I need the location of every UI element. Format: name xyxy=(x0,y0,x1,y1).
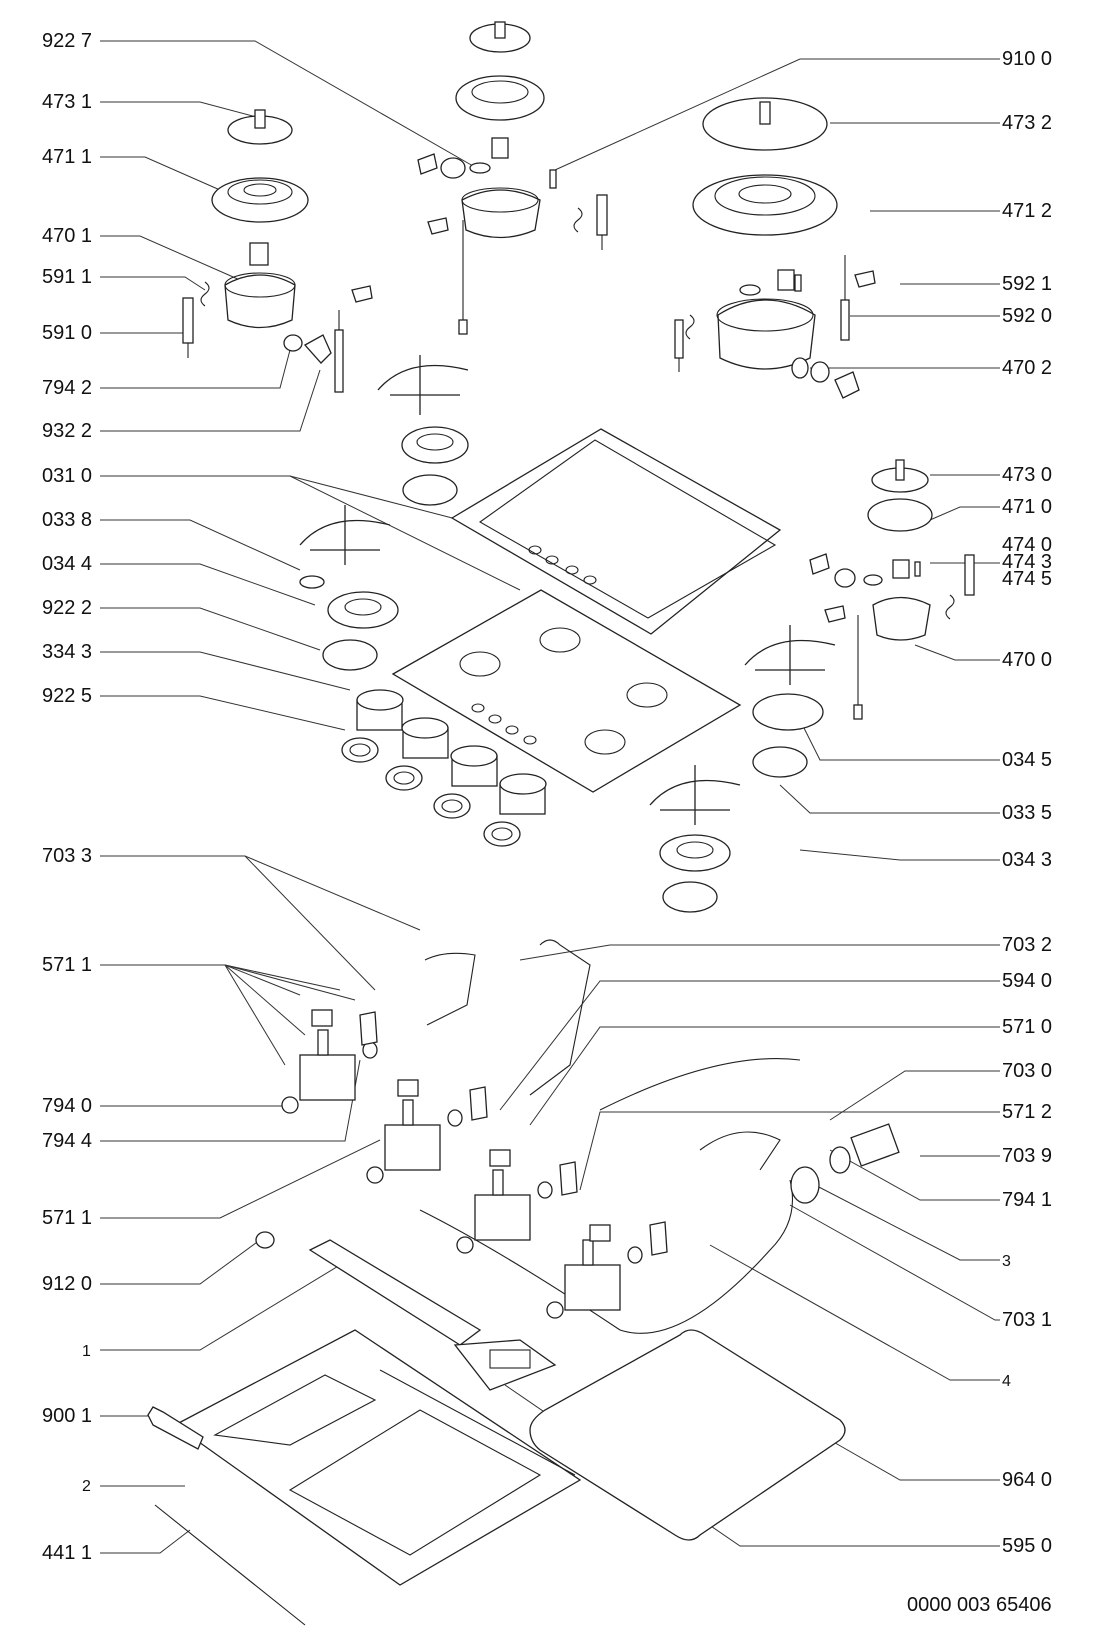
burner-small-right-assembly xyxy=(649,459,975,913)
part-label-571-2: 571 2 xyxy=(1002,1101,1053,1123)
part-label-474-5: 474 5 xyxy=(1002,568,1053,590)
valve-1 xyxy=(281,1009,378,1114)
part-label-592-0: 592 0 xyxy=(1002,305,1053,327)
leader-lines-right xyxy=(499,58,1000,1547)
part-label-033-5: 033 5 xyxy=(1002,802,1053,824)
part-label-034-5: 034 5 xyxy=(1002,749,1053,771)
part-label-474-0: 474 0 xyxy=(1002,534,1053,556)
part-label-794-0: 794 0 xyxy=(42,1095,93,1117)
valve-2 xyxy=(366,1079,488,1184)
leader-lines-left xyxy=(100,40,521,1554)
control-knobs xyxy=(341,689,547,847)
part-label-594-0: 594 0 xyxy=(1002,970,1053,992)
part-label-4: 4 xyxy=(1002,1373,1011,1390)
part-label-912-0: 912 0 xyxy=(42,1273,93,1295)
part-label-034-3: 034 3 xyxy=(1002,849,1053,871)
part-label-703-9: 703 9 xyxy=(1002,1145,1053,1167)
part-label-910-0: 910 0 xyxy=(1002,48,1053,70)
part-label-034-4: 034 4 xyxy=(42,553,93,575)
part-label-473-0: 473 0 xyxy=(1002,464,1053,486)
part-label-441-1: 441 1 xyxy=(42,1542,93,1564)
part-label-703-3: 703 3 xyxy=(42,845,93,867)
part-label-922-2: 922 2 xyxy=(42,597,93,619)
inlet-elbow xyxy=(790,1123,900,1204)
part-label-591-0: 591 0 xyxy=(42,322,93,344)
part-label-932-2: 932 2 xyxy=(42,420,93,442)
part-label-470-1: 470 1 xyxy=(42,225,93,247)
part-label-3: 3 xyxy=(1002,1253,1011,1270)
burner-left-assembly xyxy=(182,109,373,393)
pan-supports-and-rings-left xyxy=(299,355,469,671)
part-label-964-0: 964 0 xyxy=(1002,1469,1053,1491)
part-label-471-2: 471 2 xyxy=(1002,200,1053,222)
part-label-471-0: 471 0 xyxy=(1002,496,1053,518)
burner-center-assembly xyxy=(417,21,608,335)
part-label-2: 2 xyxy=(82,1478,91,1495)
part-label-794-1: 794 1 xyxy=(1002,1189,1053,1211)
part-label-470-0: 470 0 xyxy=(1002,649,1053,671)
chassis-parts xyxy=(147,1239,846,1626)
part-label-571-1: 571 1 xyxy=(42,954,93,976)
part-label-703-2: 703 2 xyxy=(1002,934,1053,956)
part-label-703-1: 703 1 xyxy=(1002,1309,1053,1331)
part-label-794-4: 794 4 xyxy=(42,1130,93,1152)
part-label-471-1: 471 1 xyxy=(42,146,93,168)
part-label-900-1: 900 1 xyxy=(42,1405,93,1427)
part-label-470-2: 470 2 xyxy=(1002,357,1053,379)
part-label-591-1: 591 1 xyxy=(42,266,93,288)
valve-3 xyxy=(456,1149,578,1254)
part-label-473-1: 473 1 xyxy=(42,91,93,113)
part-label-595-0: 595 0 xyxy=(1002,1535,1053,1557)
part-label-703-0: 703 0 xyxy=(1002,1060,1053,1082)
part-label-1: 1 xyxy=(82,1343,91,1360)
gas-valves-and-pipes xyxy=(255,939,900,1334)
part-label-473-2: 473 2 xyxy=(1002,112,1053,134)
hob-panels xyxy=(391,428,782,793)
part-label-033-8: 033 8 xyxy=(42,509,93,531)
part-label-571-1: 571 1 xyxy=(42,1207,93,1229)
part-label-592-1: 592 1 xyxy=(1002,273,1053,295)
part-label-031-0: 031 0 xyxy=(42,465,93,487)
document-number: 0000 003 65406 xyxy=(907,1594,1052,1616)
part-label-474-3: 474 3 xyxy=(1002,551,1053,573)
burner-right-assembly xyxy=(674,97,876,399)
part-label-794-2: 794 2 xyxy=(42,377,93,399)
part-label-334-3: 334 3 xyxy=(42,641,93,663)
valve-4 xyxy=(546,1221,668,1319)
part-label-922-7: 922 7 xyxy=(42,30,93,52)
part-label-922-5: 922 5 xyxy=(42,685,93,707)
part-label-571-0: 571 0 xyxy=(1002,1016,1053,1038)
